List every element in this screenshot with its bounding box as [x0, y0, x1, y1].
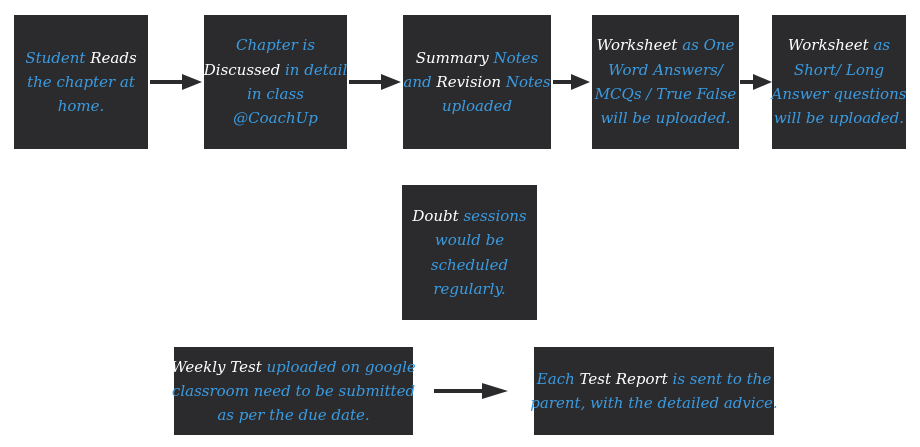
body-text: Chapter is — [235, 36, 316, 55]
highlight-text: Test Report — [579, 369, 673, 388]
body-text: sessions — [463, 206, 527, 225]
body-text: as — [873, 36, 891, 55]
highlight-text: Discussed — [203, 60, 285, 79]
highlight-text: Weekly Test — [171, 357, 267, 376]
body-text: would be — [434, 231, 505, 250]
body-text: Answer questions — [771, 85, 907, 103]
body-text: in detail — [284, 60, 348, 79]
box-text-line: Chapter is — [204, 33, 348, 57]
box-text-line: Short/ Long — [772, 58, 907, 82]
body-text: Short/ Long — [793, 60, 885, 79]
box-student-reads: Student Reads the chapter at home. — [14, 15, 148, 149]
box-text-line: as per the due date. — [171, 403, 416, 427]
body-text: uploaded on google — [266, 357, 416, 376]
body-text: is sent to the — [672, 369, 772, 388]
box-text: Weekly Test uploaded on google classroom … — [171, 355, 416, 428]
box-text-line: will be uploaded. — [595, 106, 737, 130]
highlight-text: Worksheet — [787, 36, 874, 55]
box-text-line: the chapter at — [25, 70, 136, 94]
body-text: regularly. — [433, 279, 506, 298]
box-text-line: Each Test Report is sent to the — [530, 367, 777, 391]
body-text: the chapter at — [27, 72, 135, 91]
box-doubt-sessions: Doubt sessions would be scheduled regularly… — [402, 185, 537, 320]
body-text: parent, with the detailed advice. — [530, 394, 778, 412]
body-text: in class — [247, 85, 304, 103]
arrow-chapter-to-summary — [349, 74, 401, 90]
body-text: and — [403, 72, 437, 91]
box-text-line: Discussed in detail — [204, 58, 348, 82]
box-text-line: Doubt sessions — [412, 204, 526, 228]
body-text: uploaded — [441, 97, 513, 116]
highlight-text: Summary — [415, 48, 494, 67]
box-text-line: would be — [412, 228, 526, 252]
box-text-line: and Revision Notes — [403, 70, 550, 94]
body-text: as per the due date. — [217, 406, 370, 425]
box-text-line: @CoachUp — [204, 106, 348, 130]
body-text: will be uploaded. — [600, 109, 731, 128]
arrow-student-to-chapter — [150, 74, 202, 90]
box-text-line: uploaded — [403, 94, 550, 118]
arrow-worksheet-to-worksheet — [740, 74, 772, 90]
body-text: @CoachUp — [233, 109, 318, 128]
body-text: will be uploaded. — [773, 109, 905, 128]
body-text: classroom need to be submitted — [171, 381, 416, 400]
box-text-line: MCQs / True False — [595, 82, 737, 106]
highlight-text: Revision — [436, 72, 506, 91]
arrow-weekly-test-to-report — [434, 383, 508, 399]
body-text: Each — [536, 369, 580, 388]
box-text-line: in class — [204, 82, 348, 106]
box-text-line: Worksheet as One — [595, 33, 737, 57]
box-text: Each Test Report is sent to the parent, w… — [530, 367, 777, 416]
box-text-line: Answer questions — [772, 82, 907, 106]
body-text: home. — [57, 97, 105, 116]
body-text: as One — [682, 36, 735, 55]
box-text-line: scheduled — [412, 253, 526, 277]
box-text-line: classroom need to be submitted — [171, 379, 416, 403]
arrow-summary-to-worksheet — [553, 74, 590, 90]
box-text: Student Reads the chapter at home. — [25, 46, 136, 119]
body-text: Word Answers/ — [608, 60, 723, 79]
highlight-text: Reads — [90, 48, 137, 67]
box-text-line: Summary Notes — [403, 46, 550, 70]
box-test-report: Each Test Report is sent to the parent, w… — [530, 347, 778, 435]
body-text: MCQs / True False — [594, 85, 737, 103]
box-text-line: Student Reads — [25, 46, 136, 70]
box-text-line: Word Answers/ — [595, 58, 737, 82]
box-text-line: home. — [25, 94, 136, 118]
body-text: Notes — [505, 72, 551, 91]
highlight-text: Worksheet — [596, 36, 683, 55]
body-text: Student — [25, 48, 91, 67]
box-text: Chapter is Discussed in detail in class @Co… — [204, 33, 348, 130]
box-text-line: regularly. — [412, 277, 526, 301]
box-chapter-discussed: Chapter is Discussed in detail in class @Co… — [204, 15, 347, 149]
body-text: scheduled — [430, 255, 509, 274]
box-text-line: Weekly Test uploaded on google — [171, 355, 416, 379]
body-text: Notes — [493, 48, 539, 67]
box-text-line: parent, with the detailed advice. — [530, 391, 777, 415]
highlight-text: Doubt — [412, 206, 464, 225]
box-text: Doubt sessions would be scheduled regularly… — [412, 204, 526, 301]
box-text-line: Worksheet as — [772, 33, 907, 57]
box-text-line: will be uploaded. — [772, 106, 907, 130]
box-weekly-test: Weekly Test uploaded on google classroom … — [171, 347, 416, 435]
